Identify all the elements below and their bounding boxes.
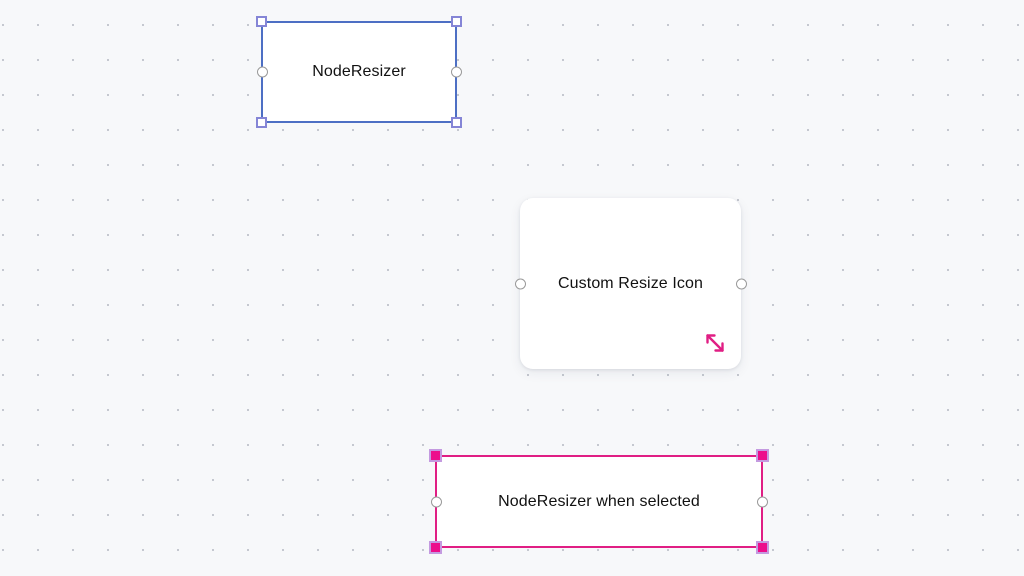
node-resizer-label: NodeResizer	[312, 63, 406, 80]
node-resizer-selected-label: NodeResizer when selected	[498, 492, 700, 510]
diagonal-resize-arrow-icon[interactable]	[700, 328, 730, 358]
resize-handle-bottom-left-icon[interactable]	[256, 117, 267, 128]
resize-handle-top-left-icon[interactable]	[429, 449, 442, 462]
resize-handle-bottom-left-icon[interactable]	[429, 541, 442, 554]
source-handle-right-icon[interactable]	[735, 278, 747, 289]
source-handle-right-icon[interactable]	[450, 66, 462, 78]
resize-handle-top-left-icon[interactable]	[256, 16, 267, 27]
node-custom-resize-icon[interactable]: Custom Resize Icon	[514, 198, 747, 369]
node-resizer-selected[interactable]: NodeResizer when selected	[429, 449, 769, 554]
resize-handle-top-right-icon[interactable]	[756, 449, 769, 462]
source-handle-right-icon[interactable]	[756, 496, 768, 507]
resize-handle-top-right-icon[interactable]	[451, 16, 462, 27]
target-handle-left-icon[interactable]	[256, 66, 268, 78]
node-custom-resize-icon-label: Custom Resize Icon	[558, 274, 703, 292]
resizer-line-bottom	[262, 121, 456, 123]
resizer-line-top	[262, 21, 456, 23]
target-handle-left-icon[interactable]	[430, 496, 442, 507]
target-handle-left-icon[interactable]	[514, 278, 526, 289]
resizer-line-top	[436, 455, 762, 457]
resize-handle-bottom-right-icon[interactable]	[756, 541, 769, 554]
node-resizer[interactable]: NodeResizer	[256, 16, 462, 128]
resizer-line-bottom	[436, 546, 762, 548]
resize-handle-bottom-right-icon[interactable]	[451, 117, 462, 128]
